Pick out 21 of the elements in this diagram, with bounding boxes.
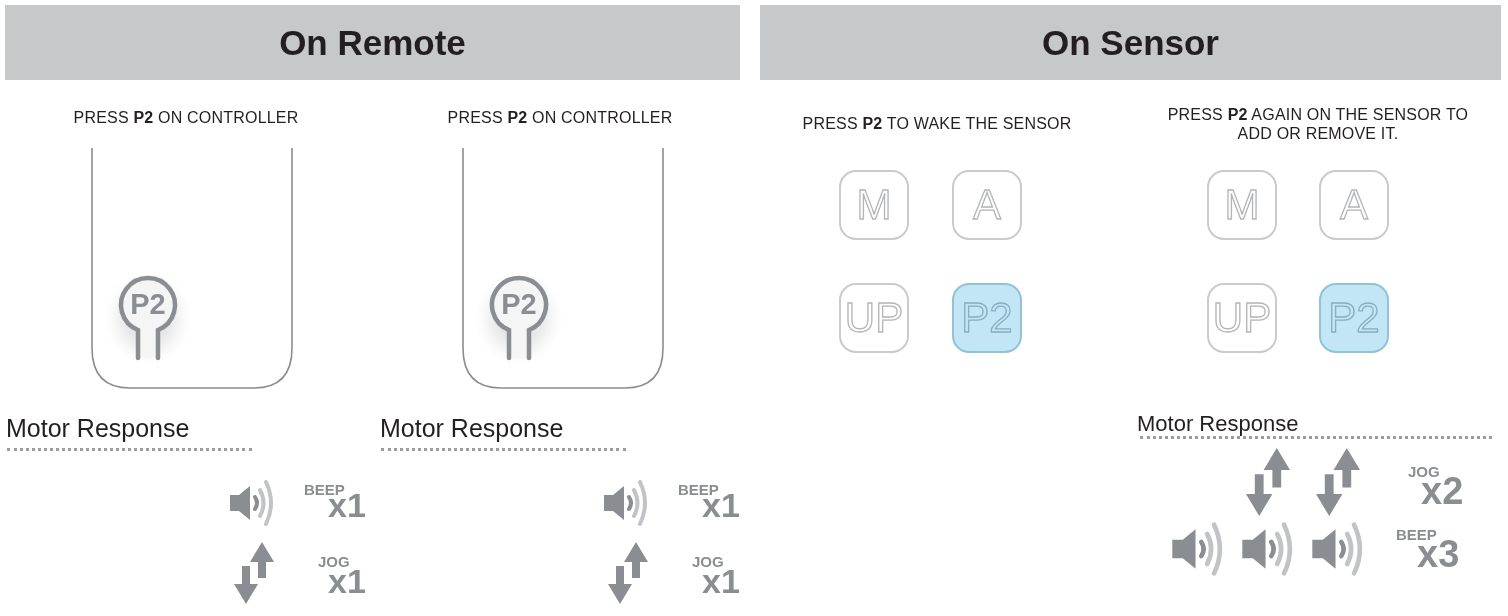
instruction-text: PRESS P2 ON CONTROLLER xyxy=(447,108,673,127)
keypad-button: M xyxy=(839,170,909,240)
caption-text: JOG xyxy=(318,554,350,569)
highlighted-keypad-button: P2 xyxy=(1319,283,1389,353)
subheading: Motor Response xyxy=(6,414,190,442)
section-header: On Sensor xyxy=(760,5,1501,80)
instruction-text: PRESS P2 TO WAKE THE SENSOR xyxy=(802,114,1072,133)
keypad-button: UP xyxy=(839,283,909,353)
caption-text: BEEP xyxy=(304,482,345,497)
caption-text: JOG xyxy=(692,554,724,569)
subheading: Motor Response xyxy=(1137,411,1299,436)
instruction-text: PRESS P2 ON CONTROLLER xyxy=(73,108,299,127)
caption-text: BEEP xyxy=(678,482,719,497)
keypad-button: M xyxy=(1207,170,1277,240)
keypad-button: UP xyxy=(1207,283,1277,353)
highlighted-keypad-button: P2 xyxy=(952,283,1022,353)
subheading: Motor Response xyxy=(380,414,564,442)
section-header: On Remote xyxy=(5,5,740,80)
instruction-text: PRESS P2 AGAIN ON THE SENSOR TO ADD OR REMOVE IT. xyxy=(1166,105,1470,143)
keypad-button: A xyxy=(1319,170,1389,240)
keypad-button: A xyxy=(952,170,1022,240)
